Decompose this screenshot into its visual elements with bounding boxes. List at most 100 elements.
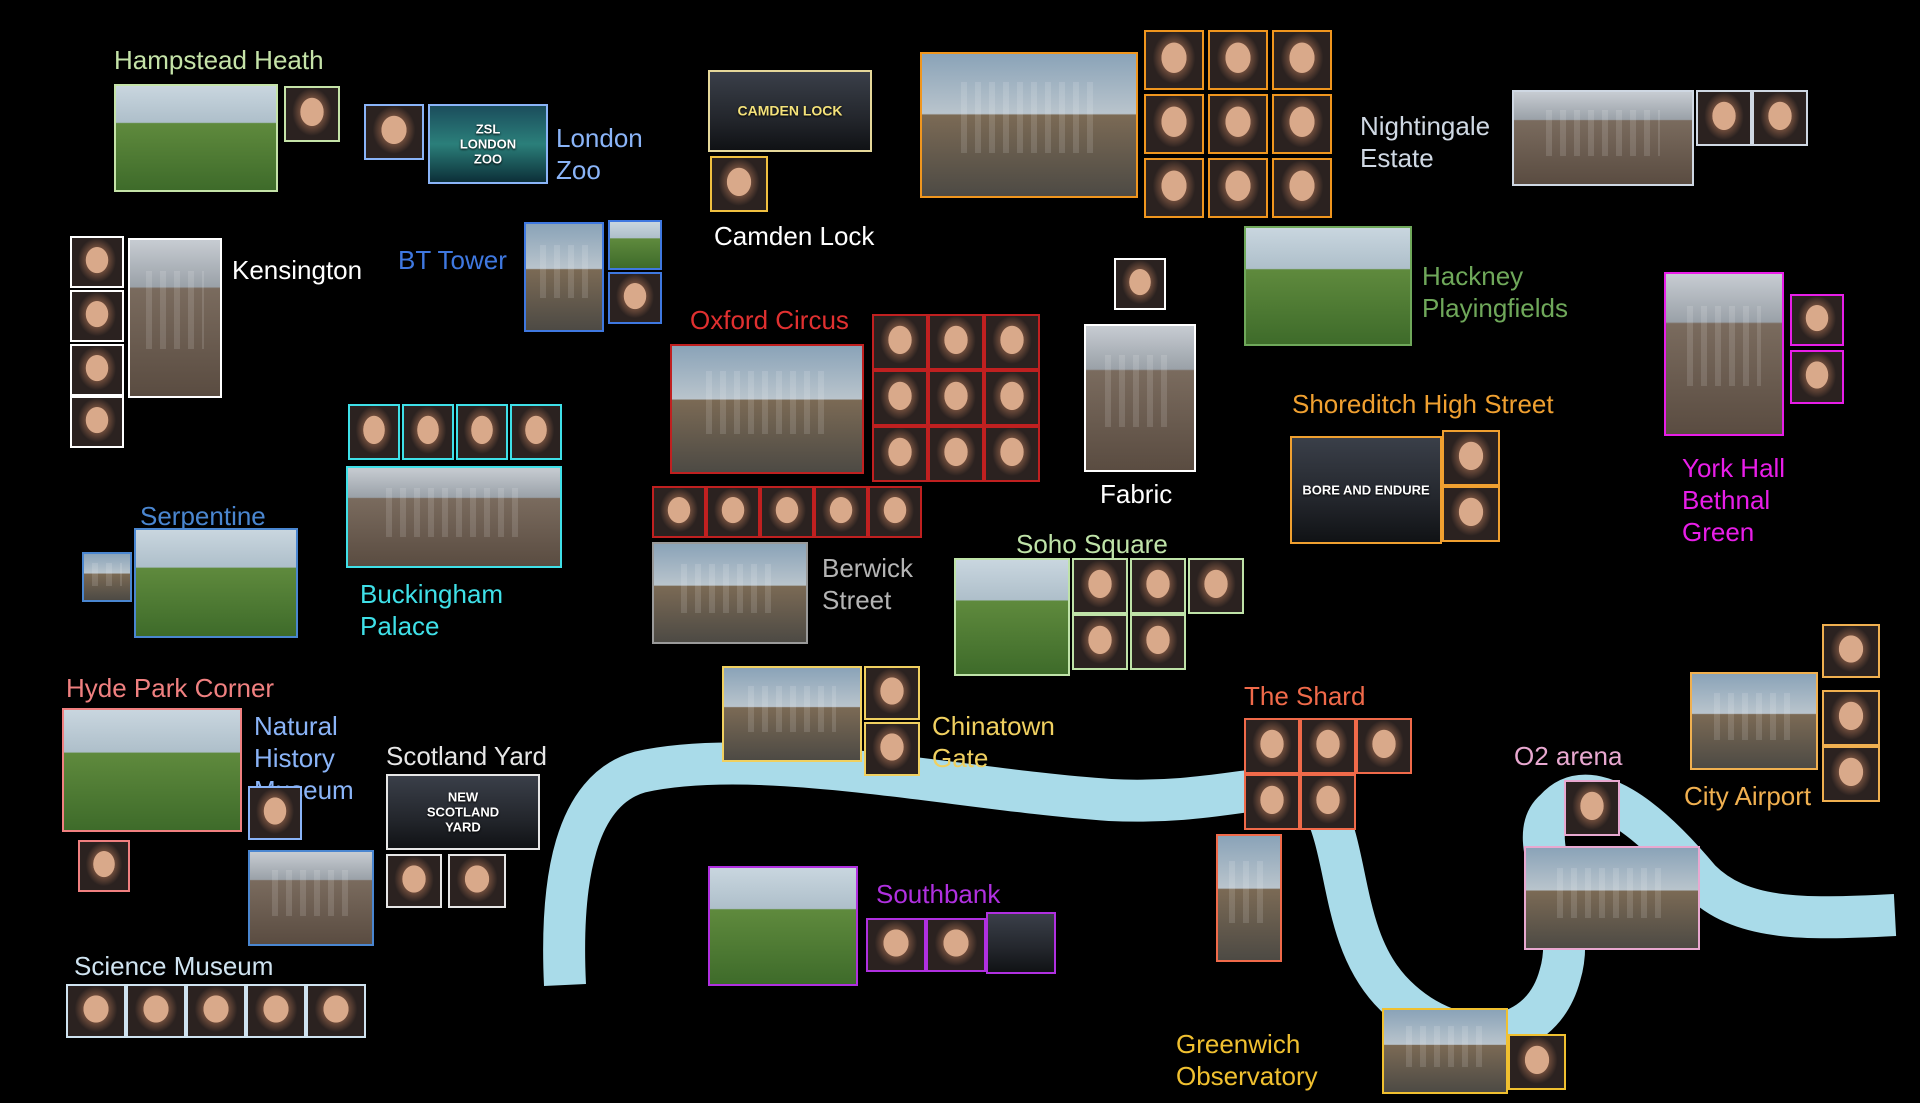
- camden-lock-photo[interactable]: CAMDEN LOCK: [708, 70, 872, 152]
- money-heist-mask-1[interactable]: [1244, 718, 1300, 774]
- oxford-circus-cast-1[interactable]: [872, 314, 928, 370]
- scotland-yard-cast-photo-2[interactable]: [448, 854, 506, 908]
- oxford-circus-photo[interactable]: [670, 344, 864, 474]
- shoreditch-high-street-photo[interactable]: BORE AND ENDURE: [1290, 436, 1442, 544]
- kensington-cast-photo-4[interactable]: [70, 396, 124, 448]
- sex-education-cast-5[interactable]: [868, 486, 922, 538]
- shoreditch-cast-photo-1[interactable]: [1442, 430, 1500, 486]
- queer-eye-cast-1[interactable]: [1072, 558, 1128, 614]
- sex-education-cast-4[interactable]: [814, 486, 868, 538]
- o2-arena-cast-photo[interactable]: [1564, 780, 1620, 836]
- bt-tower-scene-photo[interactable]: [608, 220, 662, 270]
- science-museum-cast-3[interactable]: [186, 984, 246, 1038]
- greenwich-cast-photo[interactable]: [1508, 1034, 1566, 1090]
- london-zoo-photo[interactable]: ZSL LONDON ZOO: [428, 104, 548, 184]
- scotland-yard-photo[interactable]: NEW SCOTLAND YARD: [386, 774, 540, 850]
- prison-photo[interactable]: [920, 52, 1138, 198]
- southbank-scene-photo[interactable]: [986, 912, 1056, 974]
- money-heist-mask-4[interactable]: [1244, 774, 1300, 830]
- kensington-cast-photo-1[interactable]: [70, 236, 124, 288]
- natural-history-museum-photo[interactable]: [248, 850, 374, 946]
- cast-face-9[interactable]: [1272, 158, 1332, 218]
- science-museum-cast-4[interactable]: [246, 984, 306, 1038]
- kensington-cast-photo-3[interactable]: [70, 344, 124, 396]
- kensington-label: Kensington: [232, 255, 363, 285]
- kensington-photo[interactable]: [128, 238, 222, 398]
- greenwich-observatory-photo[interactable]: [1382, 1008, 1508, 1094]
- queer-eye-cast-3[interactable]: [1188, 558, 1244, 614]
- cast-face-7[interactable]: [1144, 158, 1204, 218]
- city-airport-cast-photo-2[interactable]: [1822, 690, 1880, 746]
- queer-eye-cast-4[interactable]: [1072, 614, 1128, 670]
- nightingale-estate-cast-photo-1[interactable]: [1696, 90, 1752, 146]
- nightingale-estate-photo[interactable]: [1512, 90, 1694, 186]
- soho-square-photo[interactable]: [954, 558, 1070, 676]
- shoreditch-cast-photo-2[interactable]: [1442, 486, 1500, 542]
- york-hall-cast-photo-1[interactable]: [1790, 294, 1844, 346]
- york-hall-photo[interactable]: [1664, 272, 1784, 436]
- city-airport-cast-photo-1[interactable]: [1822, 624, 1880, 678]
- sex-education-cast-3[interactable]: [760, 486, 814, 538]
- southbank-photo[interactable]: [708, 866, 858, 986]
- scotland-yard-cast-photo-1[interactable]: [386, 854, 442, 908]
- hyde-park-cast-photo[interactable]: [78, 840, 130, 892]
- science-museum-cast-5[interactable]: [306, 984, 366, 1038]
- serpentine-cast-photo[interactable]: [82, 552, 132, 602]
- city-airport-photo[interactable]: [1690, 672, 1818, 770]
- buckingham-cast-photo-4[interactable]: [510, 404, 562, 460]
- natural-history-cast-photo[interactable]: [248, 786, 302, 840]
- chinatown-gate-photo[interactable]: [722, 666, 862, 762]
- queer-eye-cast-2[interactable]: [1130, 558, 1186, 614]
- the-shard-photo[interactable]: [1216, 834, 1282, 962]
- cast-face-1[interactable]: [1144, 30, 1204, 90]
- science-museum-cast-1[interactable]: [66, 984, 126, 1038]
- money-heist-mask-2[interactable]: [1300, 718, 1356, 774]
- buckingham-cast-photo-1[interactable]: [348, 404, 400, 460]
- southbank-cast-photo-1[interactable]: [866, 918, 926, 972]
- science-museum-cast-2[interactable]: [126, 984, 186, 1038]
- hackney-playingfields-photo[interactable]: [1244, 226, 1412, 346]
- cast-face-4[interactable]: [1144, 94, 1204, 154]
- oxford-circus-cast-2[interactable]: [928, 314, 984, 370]
- cast-face-5[interactable]: [1208, 94, 1268, 154]
- chinatown-cast-photo-2[interactable]: [864, 722, 920, 776]
- buckingham-cast-photo-3[interactable]: [456, 404, 508, 460]
- buckingham-palace-photo[interactable]: [346, 466, 562, 568]
- sex-education-cast-1[interactable]: [652, 486, 706, 538]
- o2-arena-photo[interactable]: [1524, 846, 1700, 950]
- oxford-circus-cast-8[interactable]: [928, 426, 984, 482]
- bt-tower-cast-photo[interactable]: [608, 272, 662, 324]
- camden-lock-cast-photo[interactable]: [710, 156, 768, 212]
- serpentine-photo[interactable]: [134, 528, 298, 638]
- cast-face-2[interactable]: [1208, 30, 1268, 90]
- berwick-street-photo[interactable]: [652, 542, 808, 644]
- york-hall-cast-photo-2[interactable]: [1790, 350, 1844, 404]
- southbank-cast-photo-2[interactable]: [926, 918, 986, 972]
- fabric-photo[interactable]: [1084, 324, 1196, 472]
- oxford-circus-cast-7[interactable]: [872, 426, 928, 482]
- london-zoo-cast-photo[interactable]: [364, 104, 424, 160]
- cast-face-6[interactable]: [1272, 94, 1332, 154]
- oxford-circus-cast-4[interactable]: [872, 370, 928, 426]
- chinatown-cast-photo-1[interactable]: [864, 666, 920, 720]
- nightingale-estate-cast-photo-2[interactable]: [1752, 90, 1808, 146]
- oxford-circus-cast-5[interactable]: [928, 370, 984, 426]
- cast-face-3[interactable]: [1272, 30, 1332, 90]
- sex-education-cast-2[interactable]: [706, 486, 760, 538]
- hampstead-heath-photo[interactable]: [114, 84, 278, 192]
- fabric-cast-photo[interactable]: [1114, 258, 1166, 310]
- city-airport-cast-photo-3[interactable]: [1822, 746, 1880, 802]
- oxford-circus-cast-9[interactable]: [984, 426, 1040, 482]
- cast-face-8[interactable]: [1208, 158, 1268, 218]
- money-heist-mask-5[interactable]: [1300, 774, 1356, 830]
- queer-eye-cast-5[interactable]: [1130, 614, 1186, 670]
- buckingham-cast-photo-2[interactable]: [402, 404, 454, 460]
- oxford-circus-cast-6[interactable]: [984, 370, 1040, 426]
- money-heist-mask-3[interactable]: [1356, 718, 1412, 774]
- berwick-street-label: Berwick Street: [822, 553, 914, 615]
- kensington-cast-photo-2[interactable]: [70, 290, 124, 342]
- bt-tower-photo[interactable]: [524, 222, 604, 332]
- hyde-park-corner-photo[interactable]: [62, 708, 242, 832]
- hampstead-heath-cast-photo[interactable]: [284, 86, 340, 142]
- oxford-circus-cast-3[interactable]: [984, 314, 1040, 370]
